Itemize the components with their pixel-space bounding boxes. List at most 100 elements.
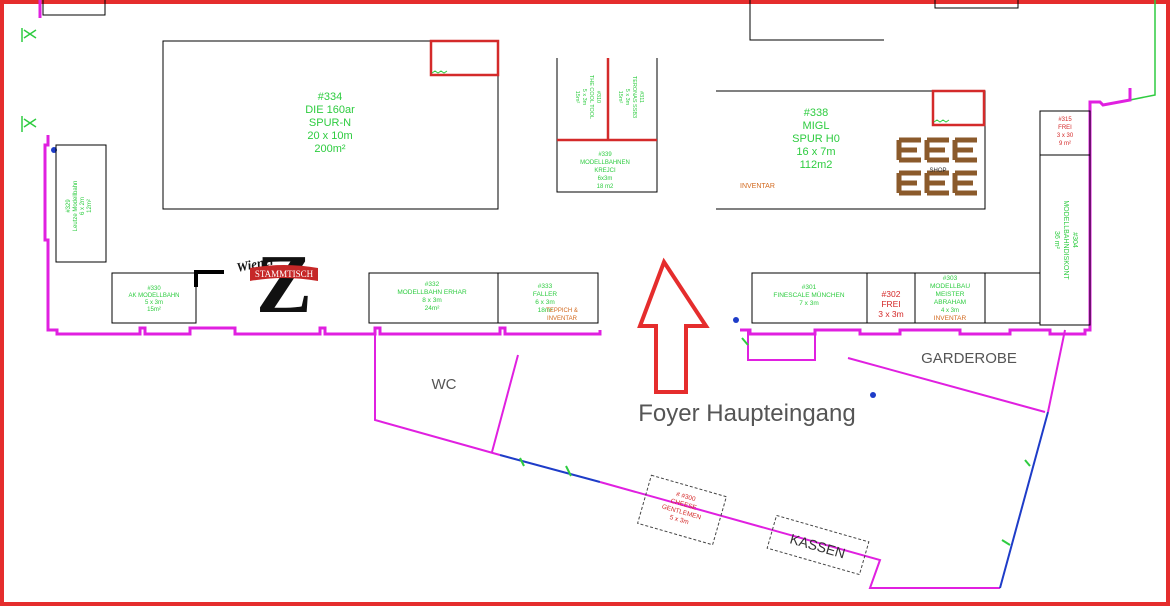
foyer-blue-wall-2 bbox=[999, 411, 1049, 589]
logo-banner-text: STAMMTISCH bbox=[255, 269, 314, 279]
wiener-stammtisch-logo: Wiener Z STAMMTISCH bbox=[235, 238, 318, 331]
booth-332-l1: #332 bbox=[425, 281, 440, 288]
right-pink-wall bbox=[740, 88, 1132, 336]
booth-339-outline bbox=[556, 58, 658, 193]
marker-dot-2 bbox=[733, 317, 739, 323]
booth-334-red-box bbox=[429, 39, 500, 77]
booth-338-l5: 112m2 bbox=[800, 159, 833, 171]
booth-333-l4: 18m² bbox=[538, 307, 554, 314]
booth-338 bbox=[716, 90, 986, 210]
booth-315-l4: 9 m² bbox=[1059, 141, 1071, 147]
top-right-wall bbox=[749, 0, 884, 41]
booth-303-l4: ABRAHAM bbox=[934, 299, 966, 306]
logo-letter: Z bbox=[256, 238, 312, 331]
left-pink-wall bbox=[43, 135, 602, 336]
booth-329-l2: Leutze Modellbahn bbox=[73, 181, 79, 232]
shop-label: SHOP bbox=[929, 168, 946, 174]
booth-334-l4: 20 x 10m bbox=[307, 130, 352, 142]
booth-330-l1: #330 bbox=[147, 286, 161, 292]
booth-329-l4: 12m² bbox=[87, 199, 93, 213]
booth-338-l4: 16 x 7m bbox=[796, 146, 835, 158]
booth-303-l3: MEISTER bbox=[936, 291, 965, 298]
foyer-blue-wall-1 bbox=[499, 454, 601, 483]
booth-334-l5: 200m² bbox=[314, 143, 346, 155]
booth-334-l1: #334 bbox=[318, 91, 342, 103]
booth-303-l2: MODELLBAU bbox=[930, 283, 970, 290]
booth-338-red-box bbox=[931, 89, 986, 127]
marker-dot-3 bbox=[870, 392, 876, 398]
booth-332-l2: MODELLBAHN ERHAR bbox=[397, 289, 467, 296]
booth-338-l2: MIGL bbox=[803, 120, 830, 132]
booth-338-zigzag bbox=[933, 119, 950, 123]
logo-banner-shape bbox=[250, 265, 318, 281]
booth-339-l5: 18 m2 bbox=[597, 184, 614, 190]
booth-333-l2: FALLER bbox=[533, 291, 558, 298]
booth-338-l3: SPUR H0 bbox=[792, 133, 840, 145]
booth-334-zigzag bbox=[431, 70, 448, 74]
booth-304 bbox=[1039, 154, 1091, 326]
top-right-box bbox=[934, 0, 1019, 9]
room-garderobe: GARDEROBE bbox=[921, 350, 1017, 367]
foyer-pink-wall-2 bbox=[599, 481, 1000, 589]
booth-330-l4: 15m² bbox=[147, 307, 161, 313]
booth-302-l3: 3 x 3m bbox=[878, 309, 904, 319]
room-kassen: KASSEN bbox=[788, 530, 847, 561]
door-mark-3 bbox=[519, 337, 1031, 546]
booth-empty-right bbox=[984, 272, 1041, 324]
booth-333-l1: #333 bbox=[538, 283, 553, 290]
booth-304-l1: #304 bbox=[1071, 232, 1078, 248]
stammtisch-frame bbox=[194, 270, 224, 287]
right-green-wall bbox=[1129, 0, 1156, 101]
booth-303-l1: #303 bbox=[943, 275, 958, 282]
booth-330-l3: 5 x 3m bbox=[145, 300, 163, 306]
foyer-pink-wall-3 bbox=[1047, 329, 1066, 413]
booth-338-inventar: INVENTAR bbox=[740, 183, 775, 190]
booth-339-l1: #339 bbox=[598, 152, 612, 158]
booth-304-l2: MODELLBAHNDISKONT bbox=[1062, 200, 1069, 280]
booth-310-l3: 5 x 3m bbox=[581, 89, 587, 106]
booth-333-l5: TEPPICH & bbox=[546, 308, 578, 314]
booth-311-l2: TERONAS SSB3 bbox=[631, 76, 637, 118]
booth-329 bbox=[55, 144, 107, 263]
booth-329-l3: 6 x 2m bbox=[80, 197, 86, 215]
booth-301-l2: FINESCALE MÜNCHEN bbox=[773, 291, 844, 299]
booth-339-l3: KREJCI bbox=[594, 168, 616, 174]
booth-339-l4: 6x3m bbox=[598, 176, 613, 182]
booth-334-l3: SPUR-N bbox=[309, 117, 351, 129]
booth-330-l2: AK MODELLBAHN bbox=[128, 293, 179, 299]
foyer-wall bbox=[374, 334, 501, 456]
entrance-arrow bbox=[637, 257, 710, 394]
booth-310-l2: THE COOL TOOL bbox=[588, 75, 594, 119]
booth-315-l2: FREI bbox=[1058, 125, 1072, 131]
booth-301-l3: 7 x 3m bbox=[799, 300, 819, 307]
booth-301-l1: #301 bbox=[802, 284, 817, 291]
booth-329-l1: #329 bbox=[66, 199, 72, 213]
garderobe-wall bbox=[847, 357, 1046, 413]
booth-339-l2: MODELLBAHNEN bbox=[580, 160, 630, 166]
booth-303-l5: 4 x 3m bbox=[941, 308, 959, 314]
booth-302-l2: FREI bbox=[881, 299, 900, 309]
booth-315-l1: #315 bbox=[1058, 117, 1072, 123]
booth-332-l4: 24m² bbox=[425, 305, 441, 312]
booth-333-l6: INVENTAR bbox=[547, 316, 578, 322]
booth-330 bbox=[111, 272, 197, 324]
door-mark-2 bbox=[21, 116, 37, 132]
booth-334-l2: DIE 160ar bbox=[305, 104, 355, 116]
door-mark-1 bbox=[21, 28, 37, 42]
wc-wall bbox=[491, 354, 519, 453]
room-wc: WC bbox=[432, 376, 457, 393]
top-left-wall bbox=[42, 0, 106, 16]
booth-338-l1: #338 bbox=[804, 107, 828, 119]
booth-333 bbox=[497, 272, 599, 324]
booth-311-l3: 5 x 3m bbox=[624, 89, 630, 106]
booth-310-l1: #310 bbox=[595, 91, 601, 103]
booth-302-l1: #302 bbox=[882, 289, 901, 299]
shop-shelves bbox=[896, 137, 977, 196]
booth-311-l1: #311 bbox=[638, 91, 644, 103]
booth-333-l3: 6 x 3m bbox=[535, 299, 555, 306]
booth-315-l3: 3 x 30 bbox=[1057, 133, 1074, 139]
booth-311-l4: 15m² bbox=[617, 91, 623, 104]
foyer-label: Foyer Haupteingang bbox=[638, 400, 855, 427]
